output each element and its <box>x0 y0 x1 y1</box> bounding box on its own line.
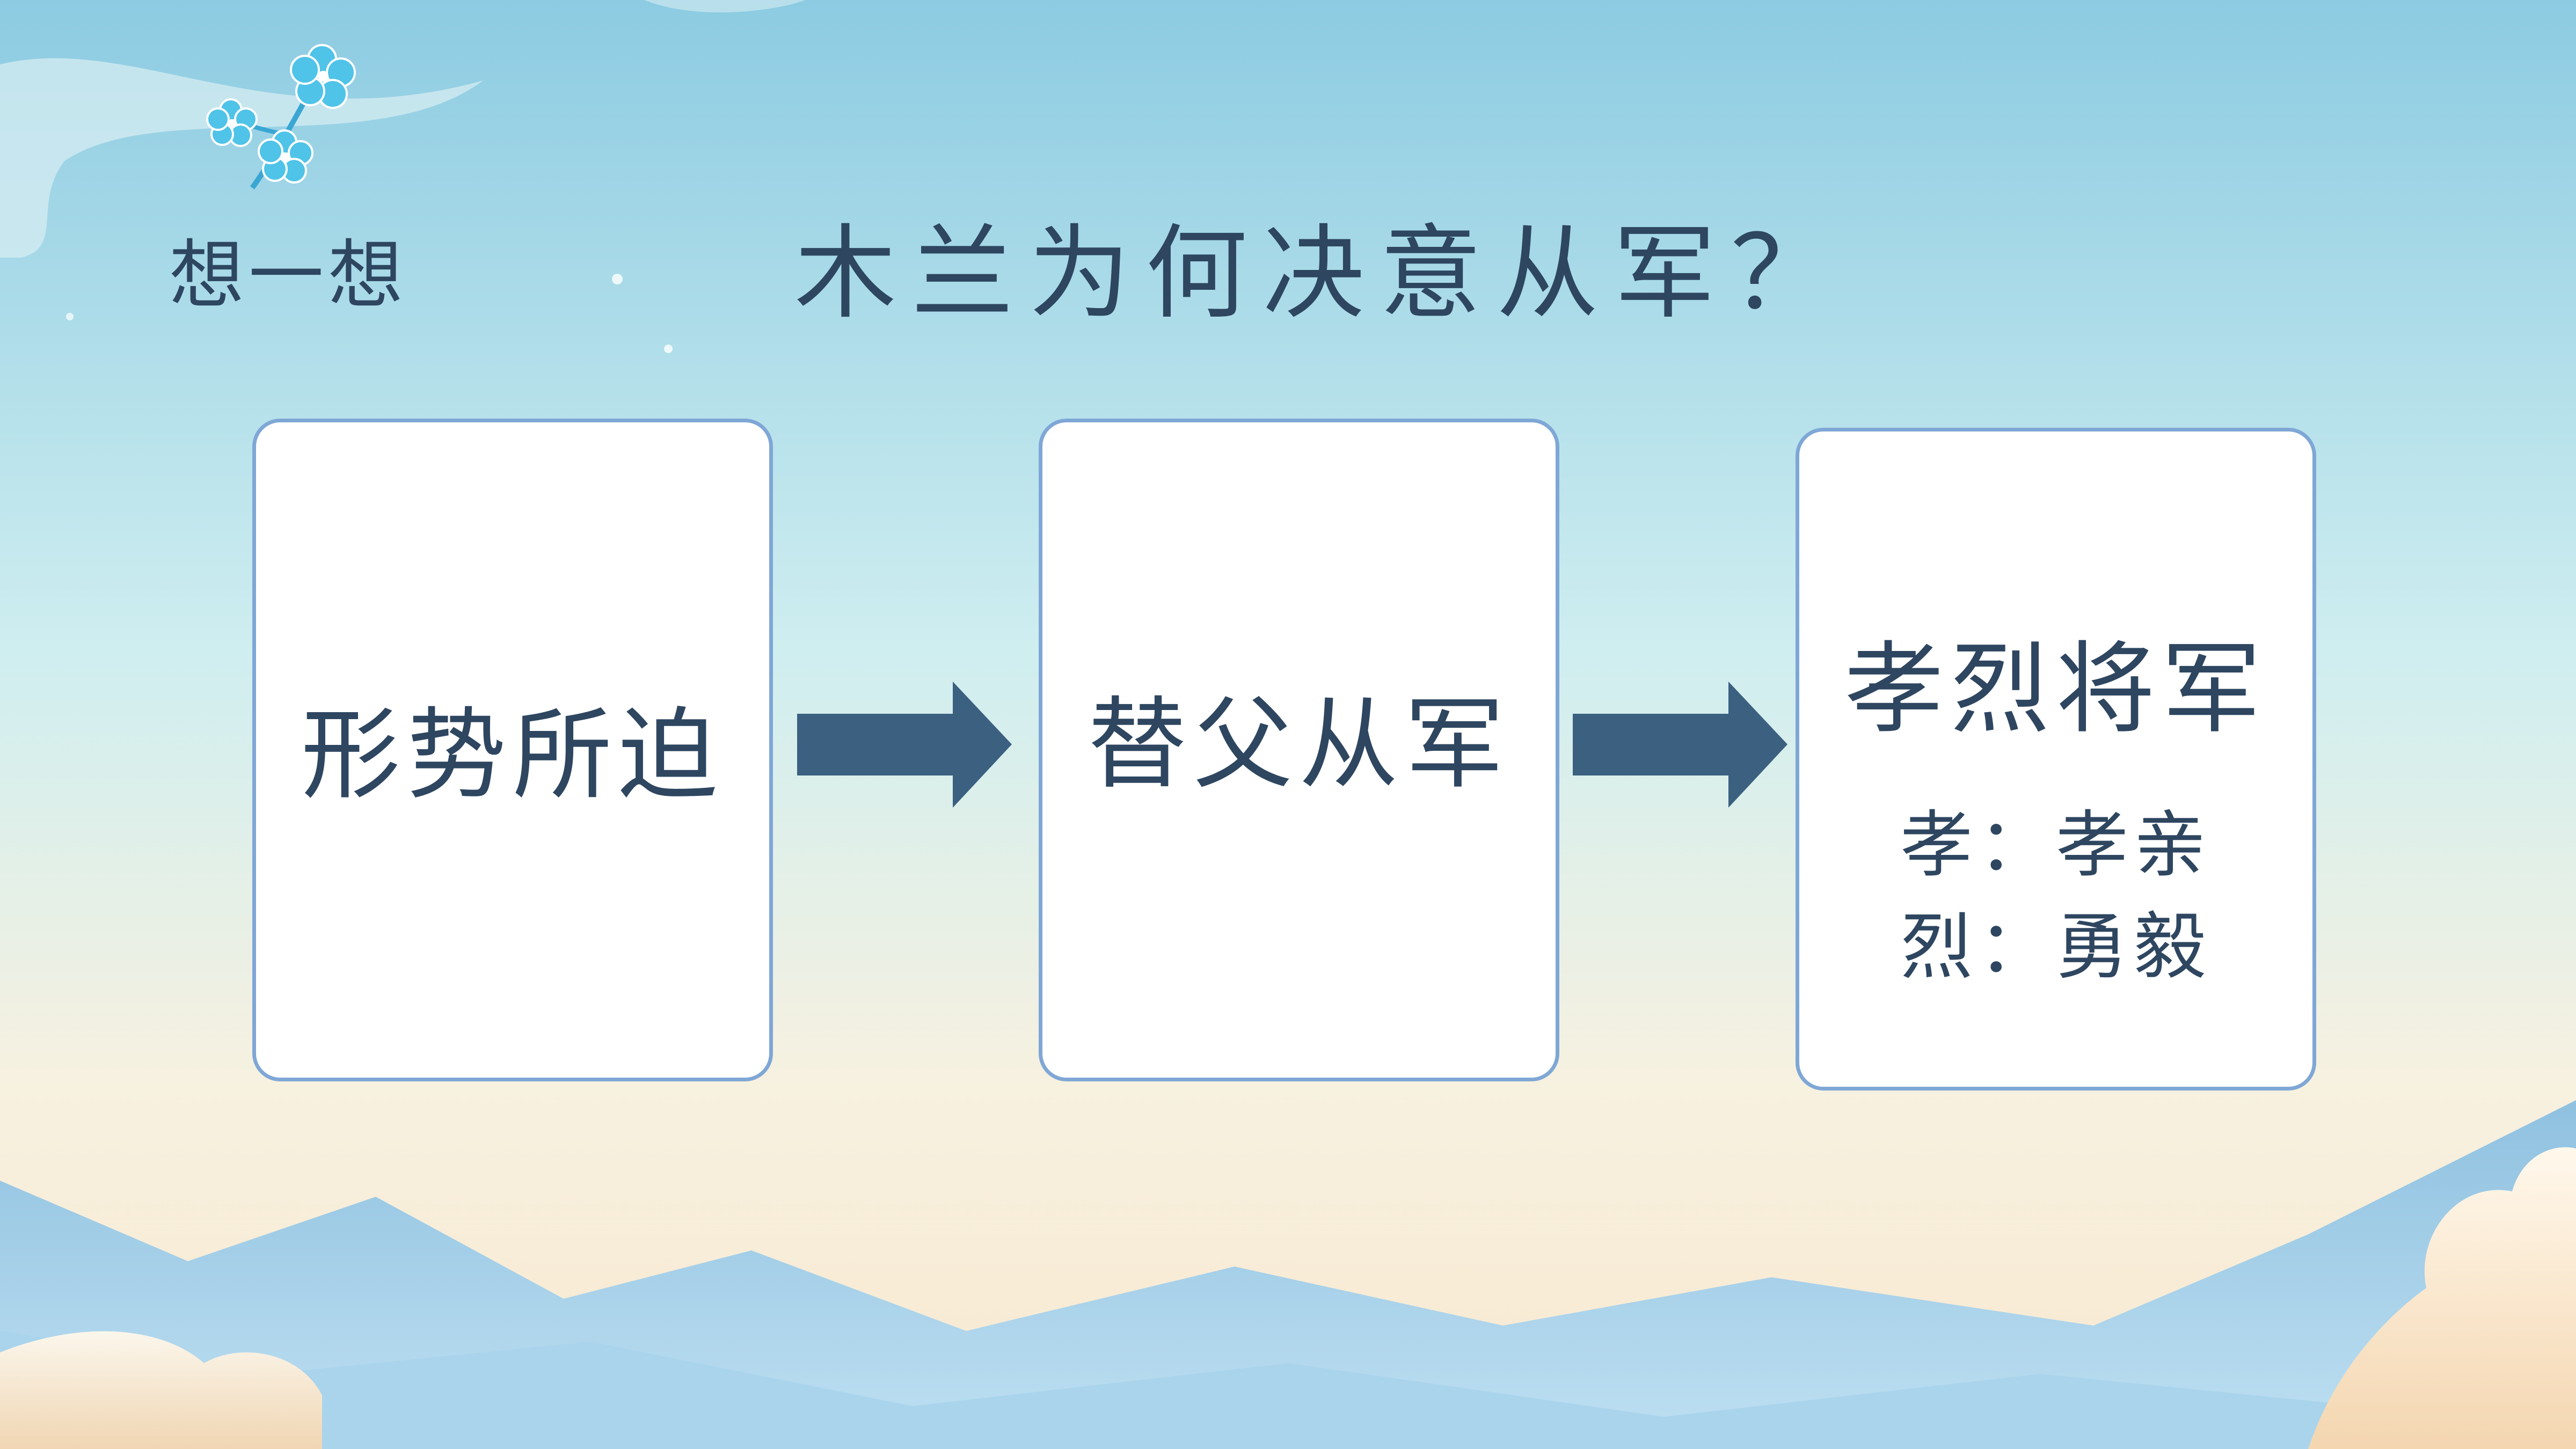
step-note-1: 孝：孝亲 <box>1900 803 2212 887</box>
sparkle <box>612 274 623 284</box>
mountains-front <box>0 1331 2576 1449</box>
step-box-3: 孝烈将军 孝：孝亲 烈：勇毅 <box>1796 428 2316 1091</box>
cloud-right <box>2308 1147 2576 1449</box>
cloud-left <box>0 1331 322 1449</box>
step-text-1: 形势所迫 <box>301 697 724 813</box>
sparkle <box>664 345 673 353</box>
blossom-branch-icon <box>206 44 356 189</box>
page-title: 木兰为何决意从军？ <box>794 214 1848 333</box>
step-box-2: 替父从军 <box>1039 419 1559 1081</box>
step-text-3: 孝烈将军 <box>1844 631 2267 747</box>
step-box-1: 形势所迫 <box>252 419 773 1081</box>
sparkle <box>66 313 74 320</box>
section-label: 想一想 <box>169 232 408 319</box>
right-arrow-icon <box>1573 682 1787 808</box>
cloud-ribbon-2 <box>644 0 805 13</box>
cloud-ribbon <box>0 58 483 258</box>
right-arrow-icon <box>797 682 1012 808</box>
step-note-2: 烈：勇毅 <box>1900 905 2212 989</box>
step-text-2: 替父从军 <box>1088 686 1510 802</box>
